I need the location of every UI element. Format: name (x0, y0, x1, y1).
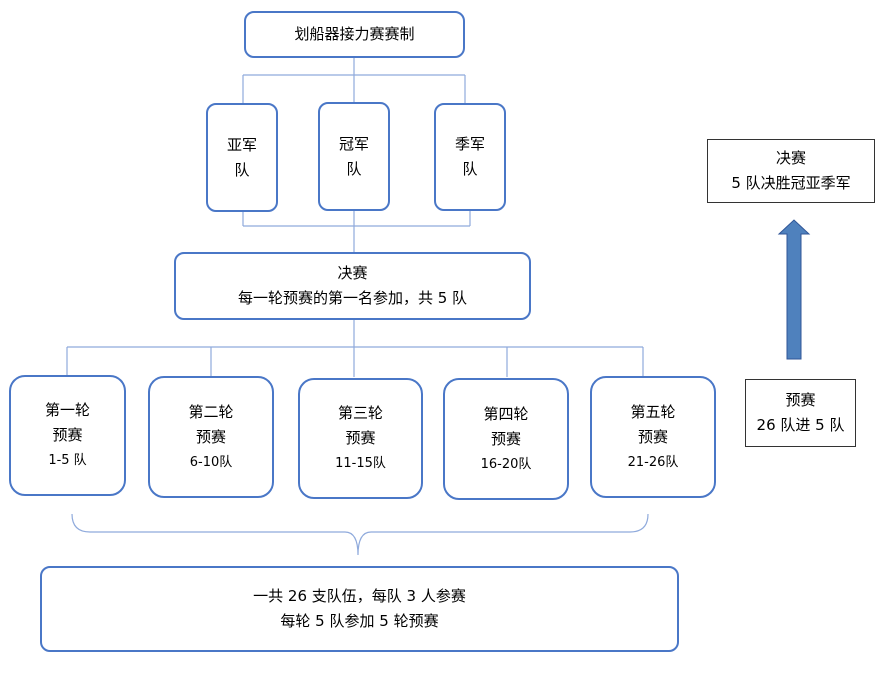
round-teams: 1-5 队 (48, 453, 87, 468)
round-teams: 11-15队 (335, 456, 386, 471)
medal-label: 队 (462, 160, 478, 178)
round-name: 第五轮 (630, 402, 676, 421)
medal-box-bronze: 季军 队 (434, 103, 506, 211)
round-box-2: 第二轮 预赛 6-10队 (148, 376, 274, 498)
medal-label: 冠军 (338, 134, 369, 153)
round-type: 预赛 (195, 427, 226, 446)
round-type: 预赛 (345, 429, 376, 447)
legend-prelim-box: 预赛 26 队进 5 队 (745, 379, 856, 447)
legend-final-box: 决赛 5 队决胜冠亚季军 (707, 139, 875, 203)
title-box: 划船器接力赛赛制 (244, 11, 465, 58)
summary-line: 一共 26 支队伍，每队 3 人参赛 (253, 587, 466, 605)
medal-box-silver: 亚军 队 (206, 103, 278, 212)
legend-final-desc: 5 队决胜冠亚季军 (731, 174, 851, 192)
legend-final-title: 决赛 (775, 149, 806, 167)
round-type: 预赛 (52, 426, 83, 444)
summary-box: 一共 26 支队伍，每队 3 人参赛 每轮 5 队参加 5 轮预赛 (40, 566, 679, 652)
round-teams: 6-10队 (189, 454, 233, 470)
round-name: 第二轮 (188, 402, 234, 421)
legend-prelim-title: 预赛 (785, 391, 816, 409)
round-teams: 21-26队 (627, 454, 679, 470)
final-title: 决赛 (337, 264, 368, 282)
summary-line: 每轮 5 队参加 5 轮预赛 (280, 612, 439, 630)
medal-label: 亚军 (226, 135, 257, 154)
legend-prelim-desc: 26 队进 5 队 (756, 416, 845, 434)
round-box-4: 第四轮 预赛 16-20队 (443, 378, 569, 500)
medal-box-gold: 冠军 队 (318, 102, 390, 211)
round-name: 第四轮 (483, 404, 529, 423)
round-type: 预赛 (637, 427, 668, 446)
medal-label: 队 (346, 159, 362, 178)
final-desc: 每一轮预赛的第一名参加，共 5 队 (237, 289, 468, 307)
round-box-3: 第三轮 预赛 11-15队 (298, 378, 423, 499)
round-box-5: 第五轮 预赛 21-26队 (590, 376, 716, 498)
round-name: 第一轮 (44, 401, 90, 419)
medal-label: 季军 (454, 135, 485, 153)
final-box: 决赛 每一轮预赛的第一名参加，共 5 队 (174, 252, 531, 320)
up-arrow-icon (777, 219, 811, 360)
round-name: 第三轮 (337, 404, 383, 422)
round-type: 预赛 (490, 429, 521, 448)
round-teams: 16-20队 (480, 456, 532, 472)
medal-label: 队 (234, 160, 250, 179)
round-box-1: 第一轮 预赛 1-5 队 (9, 375, 126, 496)
title-text: 划船器接力赛赛制 (294, 25, 415, 43)
